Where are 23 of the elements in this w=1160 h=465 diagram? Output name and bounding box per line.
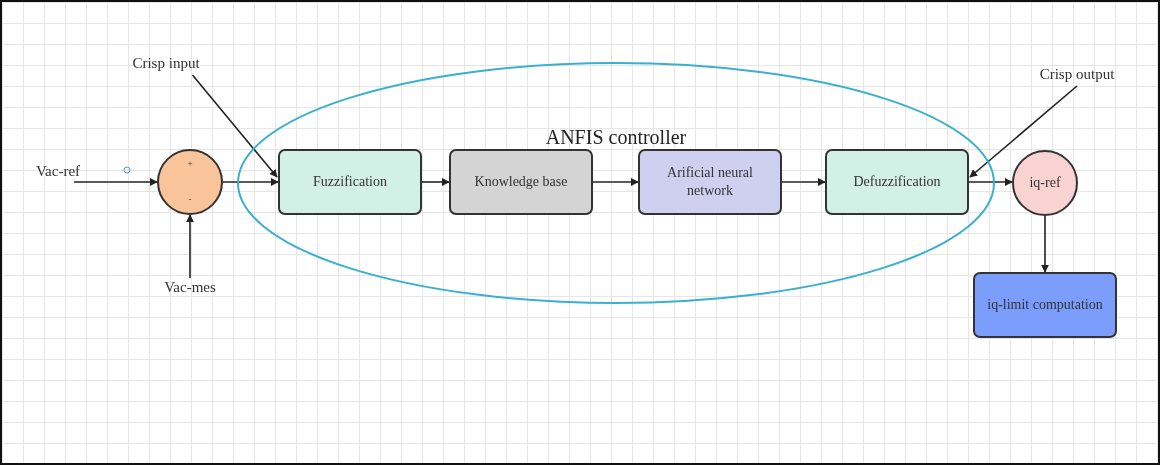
sign-label: + <box>186 159 194 168</box>
process-box: Knowledge base <box>449 149 593 215</box>
arrow <box>73 178 158 186</box>
process-box: Fuzzification <box>278 149 422 215</box>
sign-label: - <box>187 195 193 204</box>
signal-label: Crisp input <box>113 53 219 75</box>
signal-label: Vac-ref <box>26 162 90 182</box>
arrow <box>781 178 826 186</box>
signal-label: Vac-mes <box>152 278 228 298</box>
arrow <box>186 214 194 279</box>
process-box: Arificial neural network <box>638 149 782 215</box>
arrow <box>969 85 1078 178</box>
arrow <box>191 74 278 178</box>
process-box: Defuzzification <box>825 149 969 215</box>
signal-circle: iq-ref <box>1012 150 1078 216</box>
arrow <box>592 178 639 186</box>
arrow <box>222 178 279 186</box>
arrow <box>421 178 450 186</box>
controller-title: ANFIS controller <box>544 126 688 149</box>
arrow <box>968 178 1013 186</box>
signal-label: Crisp output <box>1016 64 1138 86</box>
process-box: iq-limit computation <box>973 272 1117 338</box>
arrow <box>1041 215 1049 273</box>
